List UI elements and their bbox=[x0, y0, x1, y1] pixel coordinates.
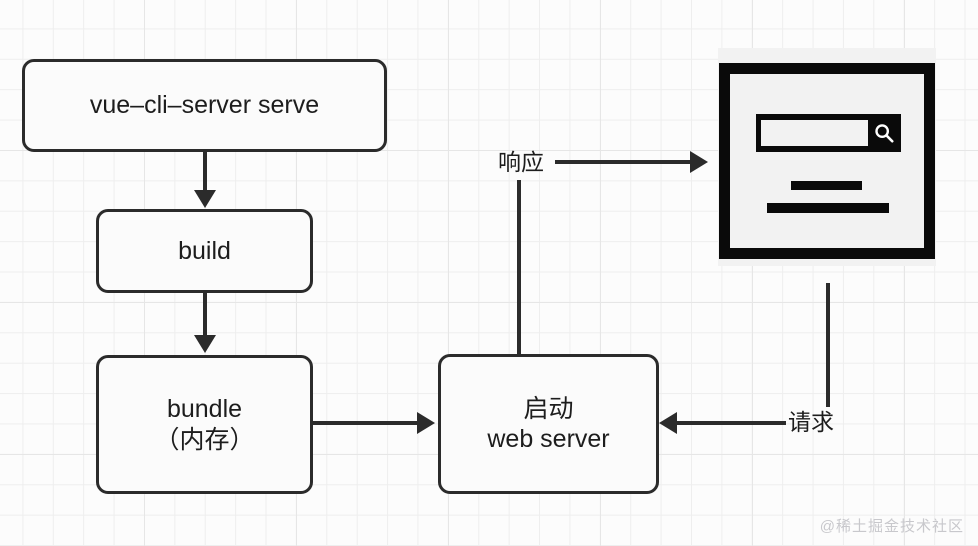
edge-label-response: 响应 bbox=[498, 149, 544, 175]
edge-request-horizontal bbox=[676, 421, 786, 425]
edge-build-to-bundle-arrowhead bbox=[194, 335, 216, 353]
node-sublabel: web server bbox=[487, 425, 610, 453]
search-input[interactable] bbox=[761, 120, 868, 146]
browser-content-line-long bbox=[767, 203, 889, 213]
edge-request-arrowhead bbox=[659, 412, 677, 434]
edge-response-vertical bbox=[517, 180, 521, 355]
edge-serve-to-build-line bbox=[203, 152, 207, 192]
node-label: build bbox=[178, 236, 231, 265]
watermark: @稀土掘金技术社区 bbox=[819, 518, 964, 535]
edge-response-horizontal bbox=[555, 160, 694, 164]
search-icon bbox=[875, 124, 894, 143]
node-bundle-memory[interactable]: bundle （内存） bbox=[96, 355, 313, 494]
edge-bundle-to-server-arrowhead bbox=[417, 412, 435, 434]
browser-content-line-short bbox=[791, 181, 862, 190]
edge-bundle-to-server-line bbox=[313, 421, 419, 425]
browser-search-bar[interactable] bbox=[756, 114, 901, 152]
browser-window-icon[interactable] bbox=[718, 48, 936, 266]
edge-response-arrowhead bbox=[690, 151, 708, 173]
node-label: bundle bbox=[166, 395, 243, 423]
node-label: vue–cli–server serve bbox=[89, 91, 320, 120]
edge-build-to-bundle-line bbox=[203, 293, 207, 337]
node-build[interactable]: build bbox=[96, 209, 313, 293]
edge-label-request: 请求 bbox=[788, 409, 834, 435]
browser-frame bbox=[719, 63, 935, 259]
edge-request-vertical bbox=[826, 283, 830, 407]
node-vue-cli-serve[interactable]: vue–cli–server serve bbox=[22, 59, 387, 152]
edge-serve-to-build-arrowhead bbox=[194, 190, 216, 208]
node-sublabel: （内存） bbox=[154, 425, 255, 454]
node-label: 启动 bbox=[523, 394, 574, 423]
node-start-web-server[interactable]: 启动 web server bbox=[438, 354, 659, 494]
